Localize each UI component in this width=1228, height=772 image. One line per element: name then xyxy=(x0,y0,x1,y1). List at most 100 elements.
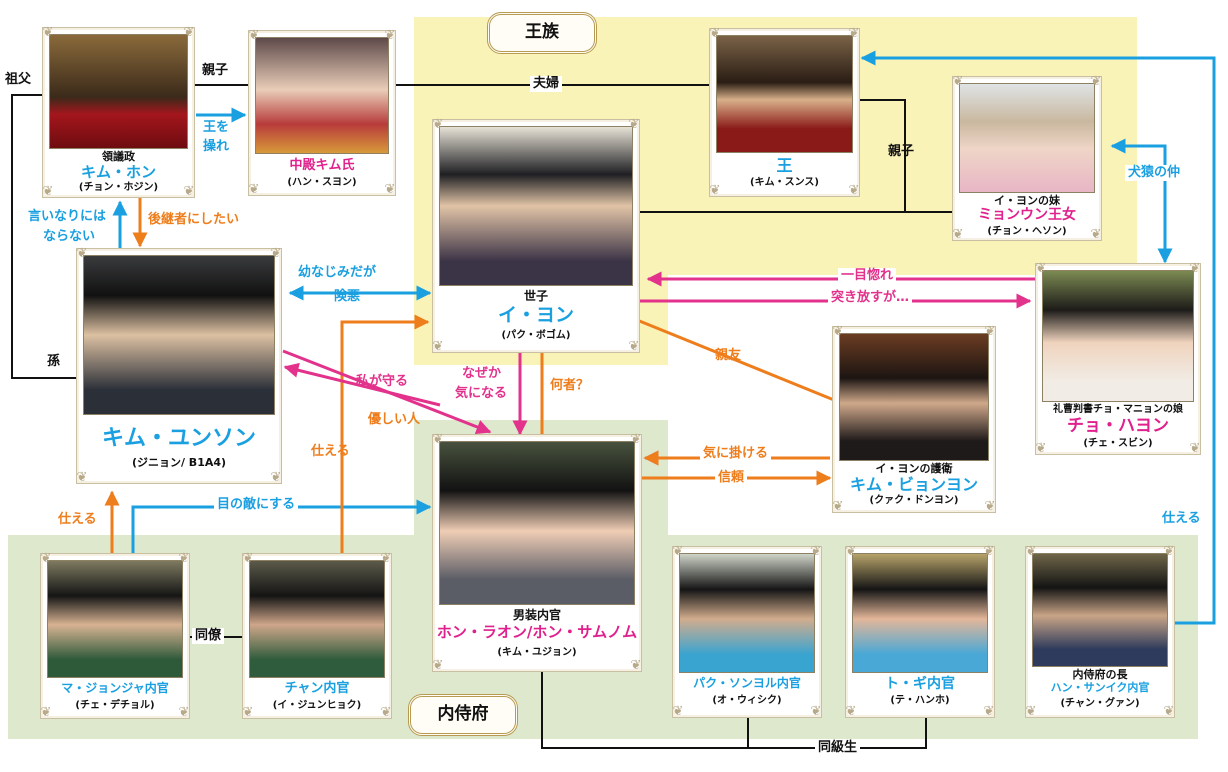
corner-ornament: ❦ xyxy=(628,339,640,354)
actor-text: (チェ・スビン) xyxy=(1083,438,1153,449)
card-kim-hon: 領議政 キム・ホン (チョン・ホジン) ❦❦❦❦ xyxy=(42,25,195,199)
portrait-king xyxy=(716,35,853,153)
name-text: イ・ヨン xyxy=(497,304,574,326)
corner-ornament: ❦ xyxy=(952,227,964,242)
role-text: イ・ヨンの妹 xyxy=(994,194,1060,207)
actor-text: (クァク・ドンヨン) xyxy=(869,495,959,506)
portrait-myeongeun xyxy=(959,83,1095,193)
corner-ornament: ❦ xyxy=(672,544,684,559)
corner-ornament: ❦ xyxy=(1163,704,1175,719)
label-serve-3: 仕える xyxy=(1162,511,1201,526)
label-serve-1: 仕える xyxy=(311,444,350,459)
actor-text: (チョン・ホジン) xyxy=(78,182,159,193)
corner-ornament: ❦ xyxy=(42,25,54,40)
label-kind-person: 優しい人 xyxy=(368,412,421,427)
label-childhood-2: 険悪 xyxy=(334,289,361,304)
corner-ornament: ❦ xyxy=(248,182,260,197)
label-childhood-1: 幼なじみだが xyxy=(298,265,377,280)
actor-text: (オ・ウィシク) xyxy=(712,695,782,706)
label-successor: 後継者にしたい xyxy=(148,212,240,227)
corner-ornament: ❦ xyxy=(380,705,392,720)
corner-ornament: ❦ xyxy=(380,551,392,566)
actor-text: (チョン・ヘソン) xyxy=(987,226,1067,237)
corner-ornament: ❦ xyxy=(845,544,857,559)
card-byeongyeon: イ・ヨンの護衛 キム・ビョンヨン (クァク・ドンヨン) ❦❦❦❦ xyxy=(832,324,996,514)
royal-badge: 王族 xyxy=(487,12,597,54)
corner-ornament: ❦ xyxy=(832,324,844,339)
corner-ornament: ❦ xyxy=(1035,261,1047,276)
name-text: 王 xyxy=(776,156,793,175)
corner-ornament: ❦ xyxy=(384,28,396,43)
label-best-friend: 親友 xyxy=(715,348,742,363)
corner-ornament: ❦ xyxy=(983,544,995,559)
name-text: ホン・ラオン/ホン・サムノム xyxy=(436,623,638,641)
portrait-raon xyxy=(439,441,635,605)
corner-ornament: ❦ xyxy=(1189,441,1201,456)
card-do-gi: ト・ギ内官 (テ・ハンホ) ❦❦❦❦ xyxy=(845,544,995,719)
portrait-do-gi xyxy=(852,553,988,673)
corner-ornament: ❦ xyxy=(832,499,844,514)
name-text: チョ・ハヨン xyxy=(1067,416,1169,436)
card-crown-prince: 世子 イ・ヨン (パク・ボゴム) ❦❦❦❦ xyxy=(432,117,640,354)
name-text: 中殿キム氏 xyxy=(289,158,355,173)
corner-ornament: ❦ xyxy=(1090,74,1102,89)
corner-ornament: ❦ xyxy=(952,74,964,89)
corner-ornament: ❦ xyxy=(248,28,260,43)
actor-text: (ハン・スヨン) xyxy=(287,177,357,188)
corner-ornament: ❦ xyxy=(76,246,88,261)
label-not-obedient-2: ならない xyxy=(43,229,96,244)
label-classmates: 同級生 xyxy=(815,740,861,756)
card-park-sonyeol: パク・ソンヨル内官 (オ・ウィシク) ❦❦❦❦ xyxy=(672,544,822,719)
role-text: イ・ヨンの護衛 xyxy=(875,462,953,475)
corner-ornament: ❦ xyxy=(183,184,195,199)
corner-ornament: ❦ xyxy=(242,551,254,566)
name-text: ハン・サンイク内官 xyxy=(1050,681,1150,694)
corner-ornament: ❦ xyxy=(1025,544,1037,559)
name-text: チャン内官 xyxy=(284,681,350,696)
corner-ornament: ❦ xyxy=(42,184,54,199)
label-rule-king-2: 操れ xyxy=(203,139,230,154)
label-concern: 気に掛ける xyxy=(700,446,772,462)
name-text: ミョンウン王女 xyxy=(978,207,1076,223)
corner-ornament: ❦ xyxy=(40,551,52,566)
label-enemy: 目の敵にする xyxy=(214,497,299,513)
portrait-queen xyxy=(255,37,389,154)
portrait-crown-prince xyxy=(439,126,633,286)
label-why-curious-2: 気になる xyxy=(455,386,508,401)
corner-ornament: ❦ xyxy=(1025,704,1037,719)
corner-ornament: ❦ xyxy=(432,117,444,132)
actor-text: (チャン・グァン) xyxy=(1060,698,1140,709)
corner-ornament: ❦ xyxy=(848,26,860,41)
portrait-hayeon xyxy=(1042,270,1194,402)
actor-text: (テ・ハンホ) xyxy=(890,695,950,706)
card-queen: 中殿キム氏 (ハン・スヨン) ❦ ❦ ❦ ❦ xyxy=(248,28,396,197)
actor-text: (チェ・デチョル) xyxy=(75,700,155,711)
corner-ornament: ❦ xyxy=(432,432,444,447)
corner-ornament: ❦ xyxy=(984,324,996,339)
role-text: 礼曹判書チョ・マニョンの娘 xyxy=(1053,404,1183,415)
label-colleague: 同僚 xyxy=(192,628,225,644)
portrait-han-sanik xyxy=(1032,553,1168,667)
card-jang: チャン内官 (イ・ジュンヒョク) ❦ ❦ ❦ ❦ xyxy=(242,551,392,720)
actor-text: (キム・ユジョン) xyxy=(497,647,577,658)
corner-ornament: ❦ xyxy=(384,182,396,197)
role-text: 内侍府の長 xyxy=(1072,668,1128,681)
corner-ornament: ❦ xyxy=(270,246,282,261)
corner-ornament: ❦ xyxy=(76,470,88,485)
corner-ornament: ❦ xyxy=(432,658,444,673)
actor-text: (パク・ボゴム) xyxy=(501,330,571,341)
label-parent-child-1: 親子 xyxy=(202,63,229,78)
corner-ornament: ❦ xyxy=(183,25,195,40)
label-serve-2: 仕える xyxy=(58,512,97,527)
label-grandfather: 祖父 xyxy=(2,72,35,88)
actor-text: (イ・ジュンヒョク) xyxy=(272,700,362,711)
corner-ornament: ❦ xyxy=(709,183,721,198)
corner-ornament: ❦ xyxy=(242,705,254,720)
label-why-curious-1: なぜか xyxy=(462,366,502,381)
corner-ornament: ❦ xyxy=(810,544,822,559)
card-hayeon: 礼曹判書チョ・マニョンの娘 チョ・ハヨン (チェ・スビン) ❦❦❦❦ xyxy=(1035,261,1201,456)
card-ma-jeongja: マ・ジョンジャ内官 (チェ・デチョル) ❦❦❦❦ xyxy=(40,551,190,720)
label-parent-child-2: 親子 xyxy=(888,144,915,159)
name-text: ト・ギ内官 xyxy=(885,676,955,692)
